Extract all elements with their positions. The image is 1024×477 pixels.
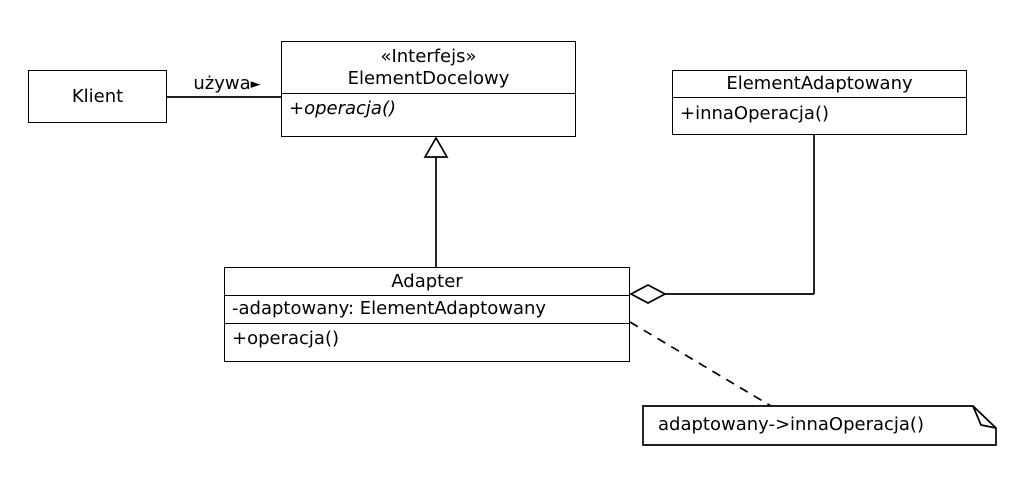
uses-edge-label: używa►	[181, 73, 273, 94]
realization-triangle-icon	[423, 136, 449, 158]
class-element-adaptowany: ElementAdaptowany +innaOperacja()	[672, 70, 967, 135]
class-element-docelowy-operations: +operacja()	[282, 93, 575, 138]
note-text: adaptowany->innaOperacja()	[658, 414, 924, 435]
uses-label: używa	[193, 73, 251, 94]
note-fold-icon	[972, 405, 997, 429]
operation-item: +operacja()	[289, 98, 396, 119]
stereotype-label: «Interfejs»	[380, 45, 477, 67]
attribute-item: -adaptowany: ElementAdaptowany	[232, 298, 547, 319]
class-element-docelowy: «Interfejs» ElementDocelowy +operacja()	[281, 41, 576, 137]
class-klient-name: Klient	[71, 85, 124, 107]
aggregation-diamond-icon	[629, 284, 667, 304]
note-link-dashed-line	[629, 321, 772, 407]
operation-item: +operacja()	[232, 328, 339, 349]
note-shape	[642, 405, 997, 446]
class-adapter-attributes: -adaptowany: ElementAdaptowany	[225, 295, 629, 323]
class-klient: Klient	[28, 70, 167, 123]
operation-item: +innaOperacja()	[680, 103, 830, 124]
class-element-adaptowany-operations: +innaOperacja()	[673, 97, 966, 136]
class-element-adaptowany-name: ElementAdaptowany	[726, 73, 913, 95]
class-element-docelowy-header: «Interfejs» ElementDocelowy	[282, 42, 575, 93]
class-element-adaptowany-header: ElementAdaptowany	[673, 71, 966, 97]
class-adapter-header: Adapter	[225, 268, 629, 295]
class-element-docelowy-name: ElementDocelowy	[347, 67, 510, 89]
class-adapter-operations: +operacja()	[225, 323, 629, 363]
uses-direction-arrow-icon: ►	[250, 77, 261, 92]
class-adapter: Adapter -adaptowany: ElementAdaptowany +…	[224, 267, 630, 362]
class-adapter-name: Adapter	[391, 270, 463, 292]
